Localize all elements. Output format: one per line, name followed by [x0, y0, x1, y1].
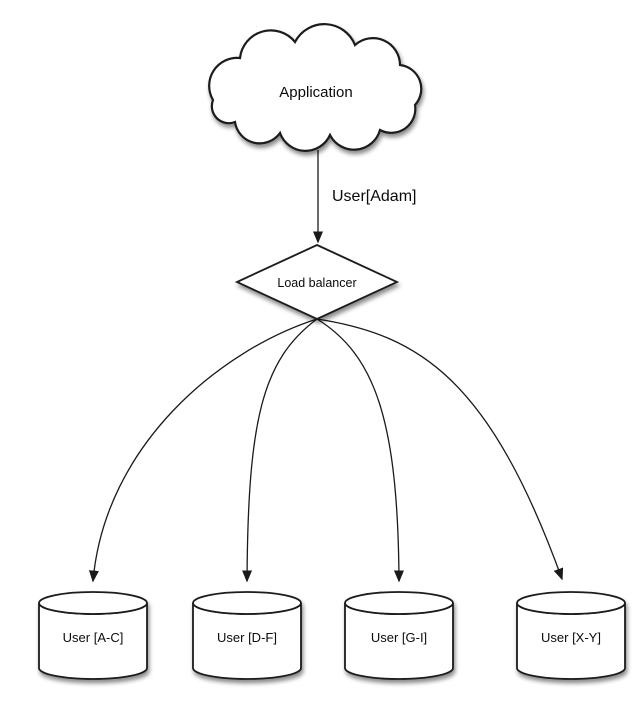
node-shard-g-i: User [G-I] [344, 591, 454, 680]
edge-load-balancer-to-shard-d-f [242, 318, 318, 583]
node-shard-x-y-label: User [X-Y] [541, 630, 601, 645]
cloud-shape [208, 23, 423, 152]
node-shard-x-y: User [X-Y] [516, 591, 626, 680]
cylinder-top [344, 591, 454, 615]
cylinder-top [38, 591, 148, 615]
node-application: Application [208, 23, 423, 152]
edge-load-balancer-to-shard-g-i [316, 318, 404, 583]
node-shard-d-f: User [D-F] [192, 591, 302, 680]
edge-label-user-adam: User[Adam] [332, 188, 416, 205]
cylinder-top [516, 591, 626, 615]
node-load-balancer: Load balancer [234, 244, 400, 320]
node-shard-g-i-label: User [G-I] [371, 630, 427, 645]
node-application-label: Application [279, 84, 352, 101]
diamond-shape [234, 244, 400, 320]
edge-layer: User[Adam] [88, 150, 564, 583]
node-shard-a-c: User [A-C] [38, 591, 148, 680]
node-shard-a-c-label: User [A-C] [63, 630, 124, 645]
edge-load-balancer-to-shard-x-y [316, 318, 564, 581]
edge-load-balancer-to-shard-a-c [88, 318, 318, 583]
cylinder-top [192, 591, 302, 615]
node-shard-d-f-label: User [D-F] [217, 630, 277, 645]
node-load-balancer-label: Load balancer [277, 276, 356, 290]
